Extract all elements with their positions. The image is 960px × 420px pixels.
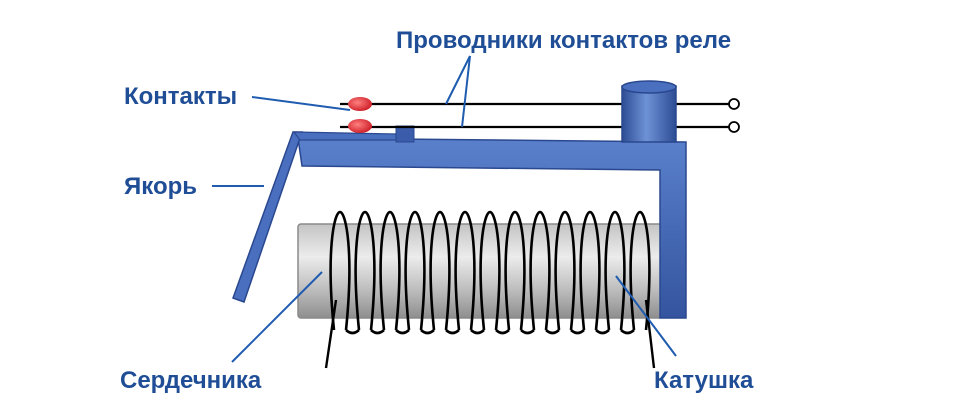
coil-turn <box>604 210 626 331</box>
coil-turn-link <box>445 329 460 335</box>
terminal-post-body <box>621 85 677 143</box>
coil-turn <box>379 210 401 331</box>
leader-lines <box>212 55 677 363</box>
coil-turn-link <box>420 329 435 335</box>
label-contacts: Контакты <box>124 83 237 110</box>
coil-winding <box>329 210 651 335</box>
coil-turn-link <box>545 329 560 335</box>
coil-turn-link <box>570 329 585 335</box>
coil-lead-right <box>644 299 656 369</box>
coil-turn <box>554 210 576 331</box>
coil-turn-link <box>595 329 610 335</box>
coil-turn-link <box>495 329 510 335</box>
terminal-post <box>621 80 677 143</box>
leader-conductors-1 <box>445 55 471 105</box>
coil-turn-link <box>395 329 410 335</box>
coil-turn <box>404 210 426 331</box>
contact-upper <box>348 97 372 111</box>
label-core: Сердечника <box>120 367 262 394</box>
yoke-body <box>297 137 687 319</box>
coil-turn <box>454 210 476 331</box>
coil-turn <box>629 210 651 331</box>
coil-turn <box>529 210 551 331</box>
coil-turn <box>579 210 601 331</box>
coil-turn <box>354 210 376 331</box>
coil-turn <box>479 210 501 331</box>
coil-turn <box>504 210 526 331</box>
coil-turn <box>329 210 351 331</box>
leader-conductors-2 <box>461 55 471 128</box>
armature-stop <box>395 125 415 143</box>
contact-lower <box>348 119 372 133</box>
coil-turn <box>429 210 451 331</box>
coil-turn-link <box>370 329 385 335</box>
armature <box>232 131 304 303</box>
contacts <box>348 97 372 133</box>
leader-coil <box>615 275 677 357</box>
label-conductors: Проводники контактов реле <box>396 27 731 54</box>
leader-core <box>231 271 323 363</box>
coil-turn-link <box>470 329 485 335</box>
yoke-frame <box>297 125 687 319</box>
terminal-lower <box>728 121 740 133</box>
leader-contacts <box>251 96 351 111</box>
terminal-post-top <box>621 80 677 94</box>
coil-turn-link <box>345 329 360 335</box>
coil-turn-link <box>620 329 635 335</box>
coil-lead-left <box>324 299 338 369</box>
label-armature: Якорь <box>124 173 197 200</box>
armature-arm <box>292 131 397 141</box>
terminal-upper <box>728 98 740 110</box>
label-coil: Катушка <box>654 367 754 394</box>
coil-turn-link <box>520 329 535 335</box>
